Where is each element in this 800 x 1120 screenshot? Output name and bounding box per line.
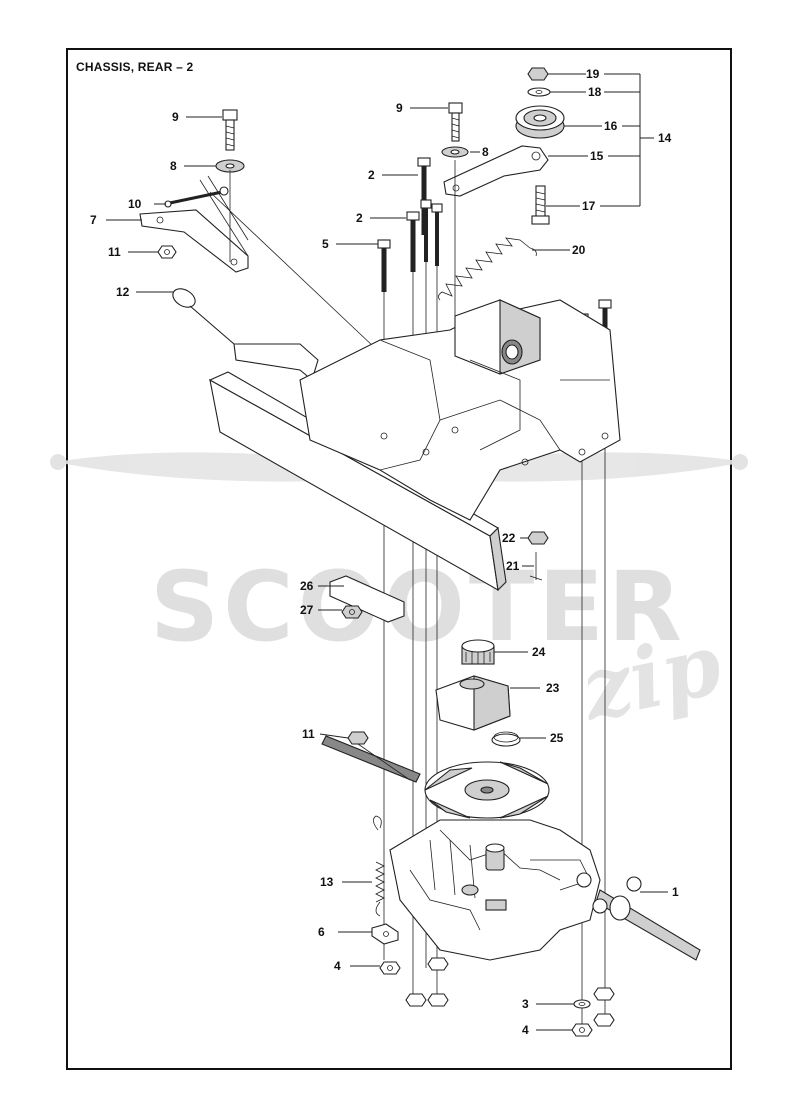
clamp-25	[491, 731, 521, 747]
leader-lines	[106, 73, 668, 1031]
callout-9-left: 9	[172, 110, 179, 124]
bolt-5	[377, 239, 391, 292]
callout-14: 14	[658, 131, 672, 145]
chassis-frame	[208, 299, 621, 592]
axle-shaft-left	[321, 735, 421, 783]
lever-12	[172, 288, 319, 381]
diagram-frame	[66, 48, 732, 1070]
nut-4-left	[379, 957, 615, 1007]
callout-labels: 9 8 10 7 11 12 9 8 2 2 5 20 19 18 16 15 …	[90, 67, 679, 1037]
callout-1: 1	[672, 885, 679, 899]
callout-25: 25	[550, 731, 564, 745]
watermark-dot-right	[732, 454, 748, 470]
nut-27	[341, 605, 363, 619]
nut-19	[527, 67, 549, 81]
spring-13	[373, 815, 385, 917]
watermark-brand: SCOOTER	[150, 551, 686, 663]
tank-23	[435, 675, 511, 731]
callout-13: 13	[320, 875, 334, 889]
callout-11-top: 11	[108, 245, 121, 259]
nut-4-bottom	[571, 1013, 615, 1037]
spacer-26	[329, 575, 405, 623]
callout-11-lower: 11	[302, 727, 315, 741]
washer-3	[573, 999, 591, 1009]
callout-5: 5	[322, 237, 329, 251]
lower-parts	[347, 731, 615, 1037]
tank-parts	[435, 639, 521, 747]
callout-21: 21	[506, 559, 520, 573]
bolt-9-right	[448, 102, 463, 142]
bracket-6	[371, 923, 399, 945]
callout-3: 3	[522, 997, 529, 1011]
pin-21	[529, 552, 543, 581]
callout-19: 19	[586, 67, 600, 81]
callout-17: 17	[582, 199, 596, 213]
callout-2-lower: 2	[356, 211, 363, 225]
bolt-17	[531, 185, 550, 225]
pulley-16	[515, 105, 565, 139]
nut-11-top	[157, 245, 177, 259]
callout-8-left: 8	[170, 159, 177, 173]
nut-11-lower	[347, 731, 411, 781]
diagram-title: CHASSIS, REAR – 2	[76, 60, 194, 74]
washer-8-right	[441, 146, 469, 158]
callout-9-right: 9	[396, 101, 403, 115]
bolt-9-left	[222, 109, 238, 151]
upper-right-parts	[438, 67, 565, 301]
watermark-dot-left	[50, 454, 66, 470]
idler-arm-15	[443, 145, 549, 197]
spring-20	[438, 237, 537, 301]
callout-22: 22	[502, 531, 516, 545]
bolt-2-lower	[406, 199, 443, 272]
rod-10	[164, 186, 229, 208]
callout-4-bottom: 4	[522, 1023, 529, 1037]
callout-2-upper: 2	[368, 168, 375, 182]
nut-22	[527, 531, 549, 545]
mid-parts	[329, 531, 549, 623]
bracket-7	[139, 175, 249, 273]
callout-6: 6	[318, 925, 325, 939]
callout-15: 15	[590, 149, 604, 163]
callout-23: 23	[546, 681, 560, 695]
callout-24: 24	[532, 645, 546, 659]
callout-7: 7	[90, 213, 97, 227]
callout-4-left: 4	[334, 959, 341, 973]
callout-12: 12	[116, 285, 130, 299]
cooling-fan	[424, 761, 550, 819]
watermark-swoosh	[55, 452, 745, 482]
callout-27: 27	[300, 603, 314, 617]
cap-24	[461, 639, 495, 665]
washer-18	[527, 87, 551, 97]
callout-16: 16	[604, 119, 618, 133]
callout-26: 26	[300, 579, 314, 593]
callout-18: 18	[588, 85, 602, 99]
callout-10: 10	[128, 197, 142, 211]
upper-left-parts	[139, 109, 319, 381]
callout-20: 20	[572, 243, 586, 257]
callout-8-right: 8	[482, 145, 489, 159]
transaxle	[321, 735, 701, 961]
